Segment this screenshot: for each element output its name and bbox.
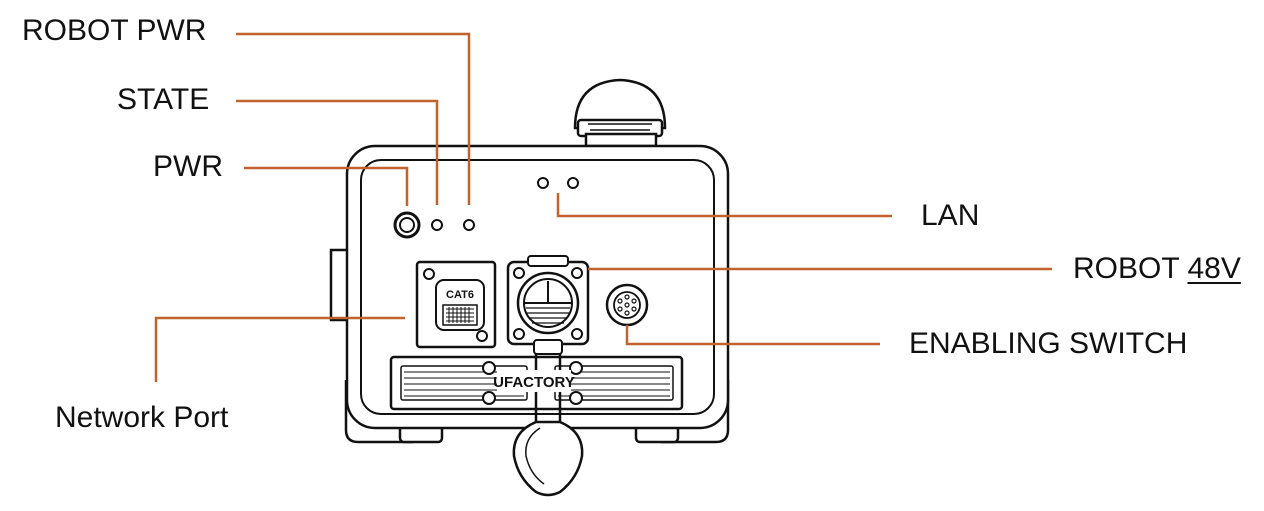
label-pwr: PWR [153,150,223,183]
label-robot-48v-prefix: ROBOT [1073,252,1180,285]
robot-pwr-led [463,219,475,231]
state-led [431,219,443,231]
lan-led-2 [567,177,579,189]
callout-robot-pwr [236,32,471,205]
label-state: STATE [117,83,210,116]
dust-cap [512,339,584,497]
label-robot-pwr: ROBOT PWR [22,14,207,47]
pwr-button [393,211,421,239]
label-lan: LAN [921,199,980,232]
callout-enabling-switch [625,325,880,346]
robot-48v-connector [506,255,590,346]
label-robot-48v-suffix: 48V [1187,252,1241,285]
callout-lan [556,193,892,218]
label-robot-48v: ROBOT 48V [1073,254,1241,284]
label-enabling-switch: ENABLING SWITCH [909,327,1188,360]
enabling-switch-connector [605,283,649,327]
callout-lines [154,32,1052,382]
control-box [329,78,730,497]
top-knob [573,78,667,148]
callout-pwr [244,166,409,206]
label-network-port: Network Port [55,401,229,434]
callout-network-port [154,316,405,382]
cat6-text: CAT6 [446,289,474,301]
network-port [415,260,497,349]
brand-logo-text: UFACTORY [493,374,575,391]
callout-state [236,99,439,205]
lan-led-1 [537,177,549,189]
